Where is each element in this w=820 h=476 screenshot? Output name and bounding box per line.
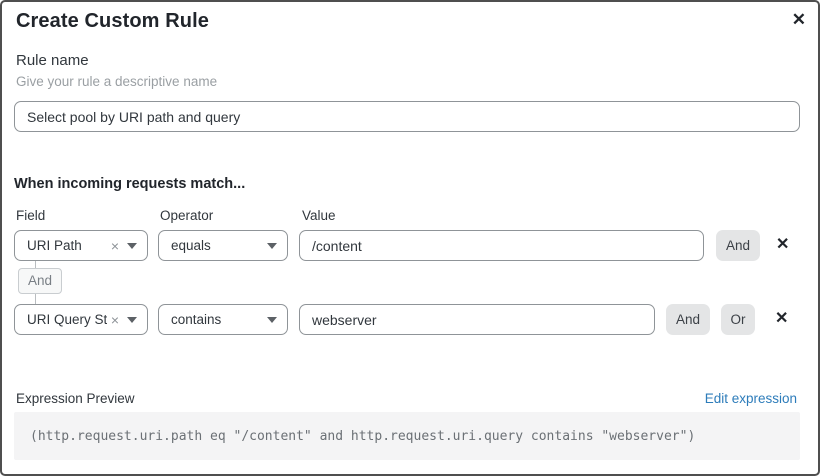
match-section-heading: When incoming requests match...: [14, 176, 246, 192]
chevron-down-icon: [267, 316, 277, 323]
value-column-label: Value: [302, 208, 336, 223]
rule-name-input[interactable]: Select pool by URI path and query: [14, 101, 800, 132]
edit-expression-link[interactable]: Edit expression: [704, 391, 797, 406]
chevron-down-icon: [127, 242, 137, 249]
value-input-row1[interactable]: /content: [299, 230, 704, 261]
field-select-row2[interactable]: URI Query St... ×: [14, 304, 148, 335]
or-button-row2[interactable]: Or: [721, 304, 755, 335]
connector-line: [35, 261, 36, 269]
rule-name-helper-text: Give your rule a descriptive name: [16, 74, 218, 89]
operator-select-row1-value: equals: [171, 238, 211, 253]
chevron-down-icon: [127, 316, 137, 323]
rule-name-label: Rule name: [16, 52, 89, 69]
operator-column-label: Operator: [160, 208, 214, 223]
field-select-row1-value: URI Path: [27, 238, 82, 253]
chevron-down-icon: [267, 242, 277, 249]
and-button-row1[interactable]: And: [716, 230, 760, 261]
expression-code: (http.request.uri.path eq "/content" and…: [30, 428, 696, 444]
clear-icon[interactable]: ×: [110, 237, 119, 254]
delete-row1-icon[interactable]: ✕: [776, 236, 790, 253]
value-input-row2[interactable]: webserver: [299, 304, 655, 335]
field-column-label: Field: [16, 208, 46, 223]
and-button-row2[interactable]: And: [666, 304, 710, 335]
clear-icon[interactable]: ×: [110, 311, 119, 328]
delete-row2-icon[interactable]: ✕: [775, 310, 789, 327]
expression-preview-box: (http.request.uri.path eq "/content" and…: [14, 412, 800, 460]
expression-preview-label: Expression Preview: [16, 391, 135, 406]
operator-select-row2[interactable]: contains: [158, 304, 288, 335]
field-select-row2-value: URI Query St...: [27, 312, 107, 327]
connector-line: [35, 294, 36, 304]
dialog-title: Create Custom Rule: [16, 10, 209, 32]
operator-select-row1[interactable]: equals: [158, 230, 288, 261]
field-select-row1[interactable]: URI Path ×: [14, 230, 148, 261]
operator-select-row2-value: contains: [171, 312, 222, 327]
close-icon[interactable]: ✕: [791, 10, 806, 29]
and-connector-chip[interactable]: And: [18, 268, 63, 295]
